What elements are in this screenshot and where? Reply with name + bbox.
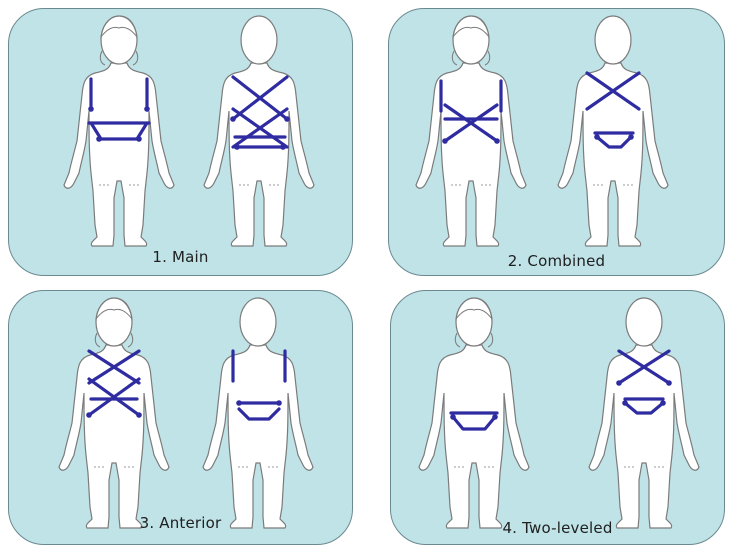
panel-combined: 2. Combined [388,8,725,276]
panel-main: 1. Main [8,8,353,276]
panel-two-leveled-label: 4. Two-leveled [391,519,724,537]
panel-anterior-illustration [9,291,354,546]
panel-main-label: 1. Main [9,248,352,266]
front-figure-icon [59,298,169,528]
panel-anterior: 3. Anterior [8,290,353,545]
panel-anterior-label: 3. Anterior [9,514,352,532]
back-figure-icon [558,16,668,246]
panel-two-leveled: 4. Two-leveled [390,290,725,545]
panel-two-leveled-illustration [391,291,726,546]
back-figure-icon [204,16,314,246]
front-figure-icon [416,16,526,246]
front-figure-icon [64,16,174,246]
panel-combined-label: 2. Combined [389,252,724,270]
panel-main-illustration [9,9,354,277]
back-figure-icon [203,298,313,528]
panel-combined-illustration [389,9,726,277]
